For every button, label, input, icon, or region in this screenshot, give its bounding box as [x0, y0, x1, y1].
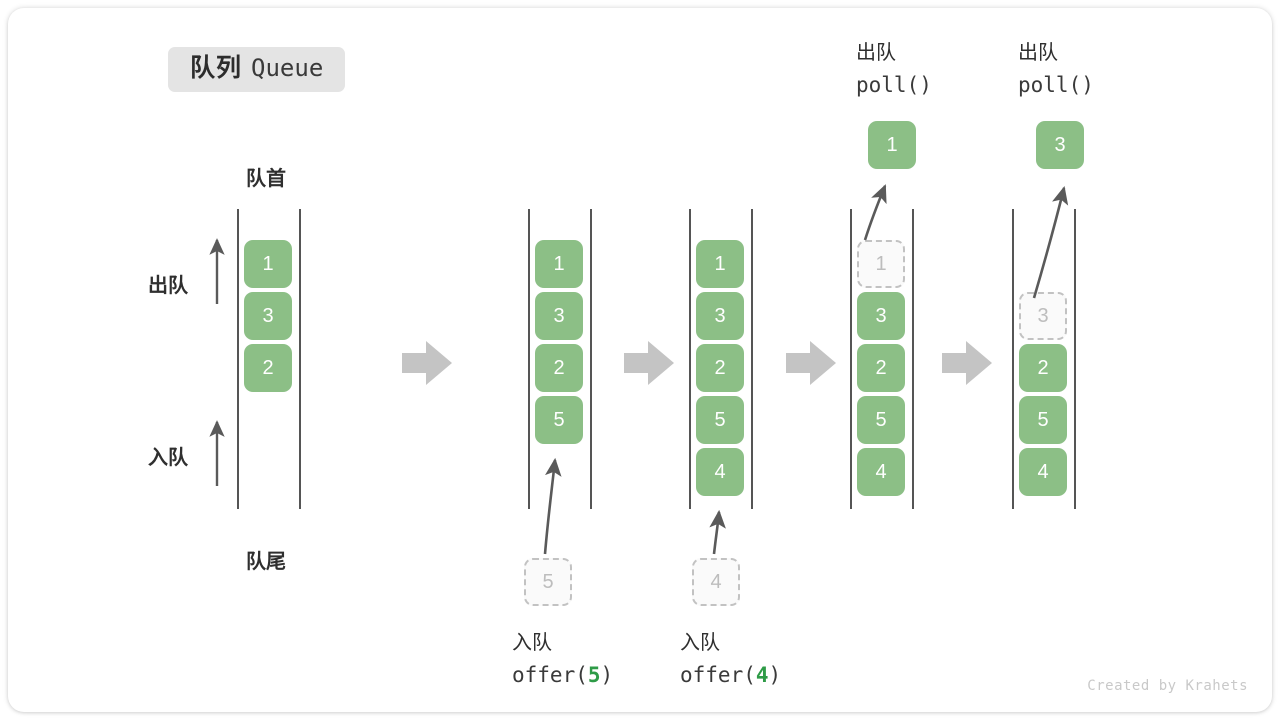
queue-ghost-cell: 4: [692, 558, 740, 606]
operation-argument: 5: [587, 663, 601, 687]
queue-ghost-cell: 3: [1019, 292, 1067, 340]
operation-code: offer(4): [680, 663, 782, 687]
queue-cell-new: 5: [535, 396, 583, 444]
queue-rail-left: [850, 209, 852, 509]
queue-rail-right: [751, 209, 753, 509]
dequeue-arrow-3-icon: [1032, 185, 1069, 299]
queue-cell: 2: [244, 344, 292, 392]
queue-cell: 2: [535, 344, 583, 392]
queue-cell: 1: [535, 240, 583, 288]
queue-ghost-cell: 5: [524, 558, 572, 606]
operation-label-offer-5: 入队 offer(5): [512, 628, 613, 692]
diagram-card: 队列 Queue 队首 队尾 出队 入队 1 3 2 1 3 2 5 5 入队 o…: [8, 8, 1272, 712]
popped-element: 1: [868, 121, 916, 169]
queue-cell: 3: [857, 292, 905, 340]
step-arrow-icon-3: [786, 341, 836, 385]
queue-rear-label: 队尾: [246, 551, 286, 573]
queue-rail-left: [237, 209, 239, 509]
enqueue-arrow-4-icon: [709, 509, 726, 555]
queue-cell: 2: [696, 344, 744, 392]
queue-rail-right: [912, 209, 914, 509]
queue-rail-right: [590, 209, 592, 509]
operation-code: poll(): [856, 73, 932, 97]
diagram-stage: 队列 Queue 队首 队尾 出队 入队 1 3 2 1 3 2 5 5 入队 o…: [8, 8, 1272, 712]
queue-cell: 5: [1019, 396, 1067, 444]
queue-cell: 5: [696, 396, 744, 444]
queue-cell: 1: [696, 240, 744, 288]
queue-cell: 3: [696, 292, 744, 340]
enqueue-arrow-5-icon: [543, 457, 562, 555]
step-arrow-icon-1: [402, 341, 452, 385]
queue-cell: 4: [1019, 448, 1067, 496]
queue-rail-right: [1074, 209, 1076, 509]
dequeue-arrow-1-icon: [863, 184, 887, 241]
diagram-title-en: Queue: [251, 54, 324, 82]
queue-cell: 4: [857, 448, 905, 496]
queue-front-label: 队首: [246, 168, 286, 190]
dequeue-direction-label: 出队: [148, 275, 188, 297]
operation-label-poll-1: 出队 poll(): [856, 38, 932, 102]
operation-label-cn: 入队: [680, 632, 720, 654]
operation-argument: 4: [755, 663, 769, 687]
queue-cell: 5: [857, 396, 905, 444]
diagram-title-cn: 队列: [190, 54, 243, 82]
queue-cell: 1: [244, 240, 292, 288]
queue-ghost-cell: 1: [857, 240, 905, 288]
queue-cell-new: 4: [696, 448, 744, 496]
enqueue-direction-label: 入队: [148, 447, 188, 469]
queue-cell: 2: [1019, 344, 1067, 392]
operation-label-cn: 出队: [856, 42, 896, 64]
operation-label-cn: 出队: [1018, 42, 1058, 64]
operation-code: poll(): [1018, 73, 1094, 97]
queue-cell: 3: [535, 292, 583, 340]
arrow-overlay: [209, 184, 1069, 555]
operation-label-cn: 入队: [512, 632, 552, 654]
queue-cell: 3: [244, 292, 292, 340]
queue-cell: 2: [857, 344, 905, 392]
credit-watermark: Created by Krahets: [1087, 678, 1248, 694]
queue-rail-right: [299, 209, 301, 509]
diagram-title-badge: 队列 Queue: [168, 47, 346, 92]
step-arrow-icon-4: [942, 341, 992, 385]
operation-label-poll-3: 出队 poll(): [1018, 38, 1094, 102]
popped-element: 3: [1036, 121, 1084, 169]
step-arrow-icon-2: [624, 341, 674, 385]
queue-rail-left: [689, 209, 691, 509]
operation-label-offer-4: 入队 offer(4): [680, 628, 781, 692]
queue-rail-left: [528, 209, 530, 509]
queue-rail-left: [1012, 209, 1014, 509]
operation-code: offer(5): [512, 663, 614, 687]
